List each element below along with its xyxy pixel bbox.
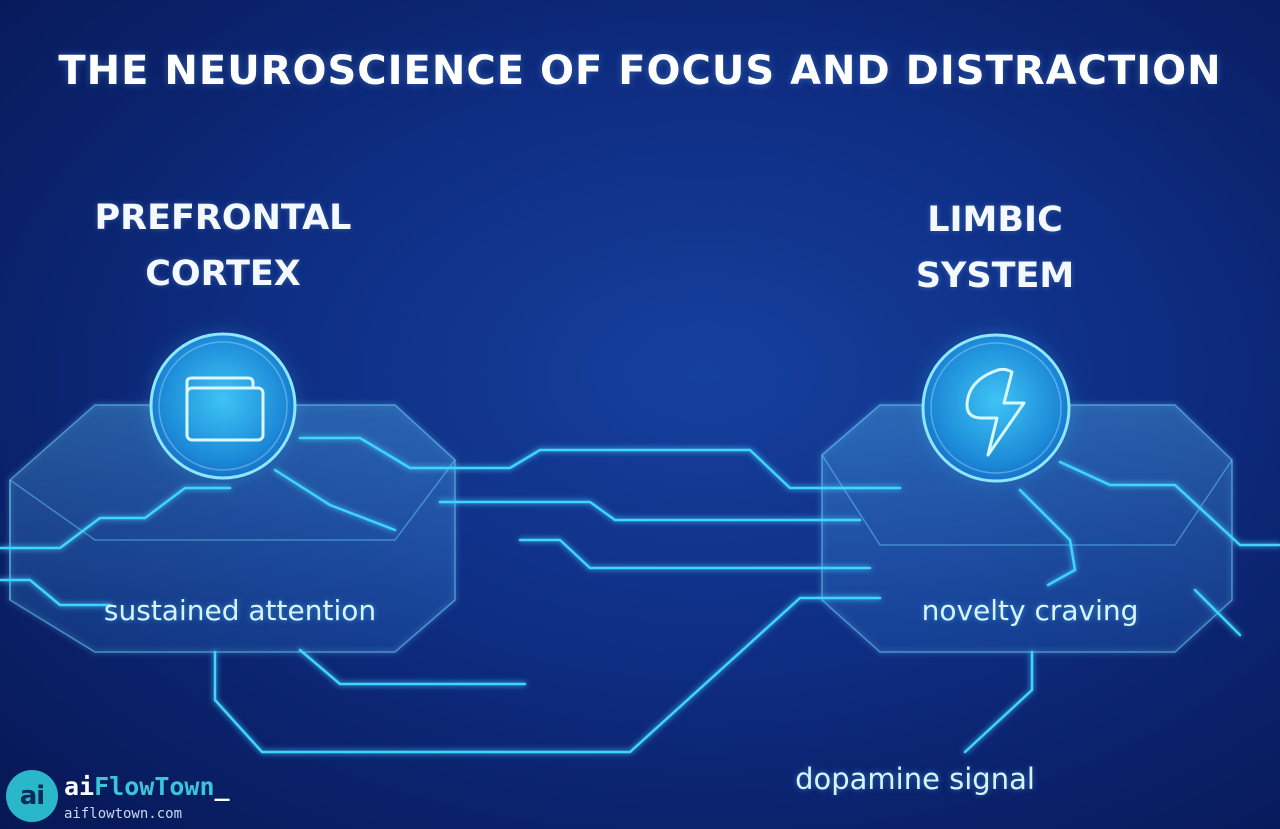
sustained-attention-label: sustained attention [103,594,377,627]
limbic-system-title: LIMBIC SYSTEM [850,192,1140,304]
brand-name-prefix: ai [64,772,95,801]
prefrontal-title-line-2: CORTEX [145,254,301,294]
prefrontal-cortex-title: PREFRONTAL CORTEX [60,190,386,302]
brand-logo-text: ai [19,781,45,811]
novelty-craving-label: novelty craving [921,594,1139,627]
prefrontal-title-line-1: PREFRONTAL [94,198,352,238]
folder-icon [185,376,265,442]
brand-logo-icon: ai [6,770,58,822]
dopamine-signal-label: dopamine signal [795,762,1035,796]
limbic-node [921,333,1071,483]
prefrontal-node [149,332,297,480]
brand-watermark: ai aiFlowTown_ aiflowtown.com [6,766,286,826]
limbic-title-line-1: LIMBIC [927,200,1063,240]
brand-name-suffix: _ [214,772,230,801]
limbic-title-line-2: SYSTEM [915,256,1075,296]
page-title: THE NEUROSCIENCE OF FOCUS AND DISTRACTIO… [58,48,1222,94]
brand-name: aiFlowTown_ [64,772,230,801]
neural-pathways [0,436,1280,754]
lightning-icon [965,367,1026,457]
brand-name-accent: FlowTown [94,772,215,801]
brand-url: aiflowtown.com [64,806,183,822]
